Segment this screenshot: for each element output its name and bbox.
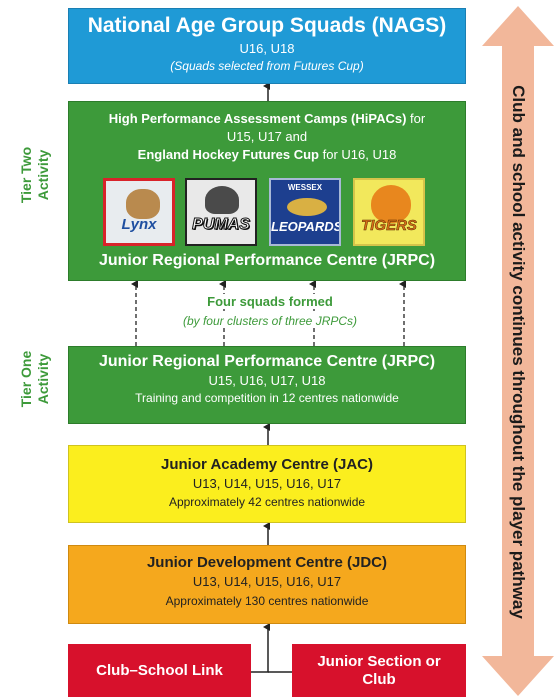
tigers-logo-icon: TIGERS (353, 178, 425, 246)
club-school-link-box: Club–School Link (68, 644, 251, 697)
hipac-ages: U15, U17 and (226, 129, 308, 144)
arrow-entry-to-jdc (251, 623, 270, 673)
nags-box: National Age Group Squads (NAGS) U16, U1… (68, 8, 466, 84)
jac-ages: U13, U14, U15, U16, U17 (192, 476, 342, 491)
jac-title: Junior Academy Centre (JAC) (161, 456, 373, 473)
clusters-note: (by four clusters of three JRPCs) (140, 314, 400, 328)
tier-two-label: Tier Two Activity (18, 146, 51, 204)
tier-one-label: Tier One Activity (18, 350, 51, 408)
jrpc-title: Junior Regional Performance Centre (JRPC… (98, 353, 436, 370)
hipac-line: High Performance Assessment Camps (HiPAC… (108, 111, 426, 126)
jac-box: Junior Academy Centre (JAC) U13, U14, U1… (68, 445, 466, 523)
nags-ages: U16, U18 (239, 41, 295, 56)
pathway-double-arrow (482, 6, 554, 696)
nags-note: (Squads selected from Futures Cup) (170, 59, 364, 73)
leopards-logo-icon: WESSEX LEOPARDS (269, 178, 341, 246)
jrpc-note: Training and competition in 12 centres n… (135, 391, 399, 405)
jdc-box: Junior Development Centre (JDC) U13, U14… (68, 545, 466, 624)
lynx-logo-icon: Lynx (103, 178, 175, 246)
jdc-title: Junior Development Centre (JDC) (146, 554, 388, 571)
pathway-arrow-text: Club and school activity continues throu… (509, 85, 528, 619)
jrpc-ages: U15, U16, U17, U18 (208, 373, 326, 388)
pumas-logo-icon: PUMAS (185, 178, 257, 246)
futures-cup-line: England Hockey Futures Cup for U16, U18 (137, 147, 397, 162)
jdc-ages: U13, U14, U15, U16, U17 (192, 574, 342, 589)
four-squads-label: Four squads formed (160, 294, 380, 309)
jrpc-tier-two-title: Junior Regional Performance Centre (JRPC… (98, 252, 436, 269)
nags-title: National Age Group Squads (NAGS) (87, 14, 447, 37)
tier-two-box: High Performance Assessment Camps (HiPAC… (68, 101, 466, 281)
junior-section-club-box: Junior Section or Club (292, 644, 466, 697)
tier-one-box: Junior Regional Performance Centre (JRPC… (68, 346, 466, 424)
jdc-note: Approximately 130 centres nationwide (165, 594, 369, 608)
jac-note: Approximately 42 centres nationwide (168, 495, 366, 509)
